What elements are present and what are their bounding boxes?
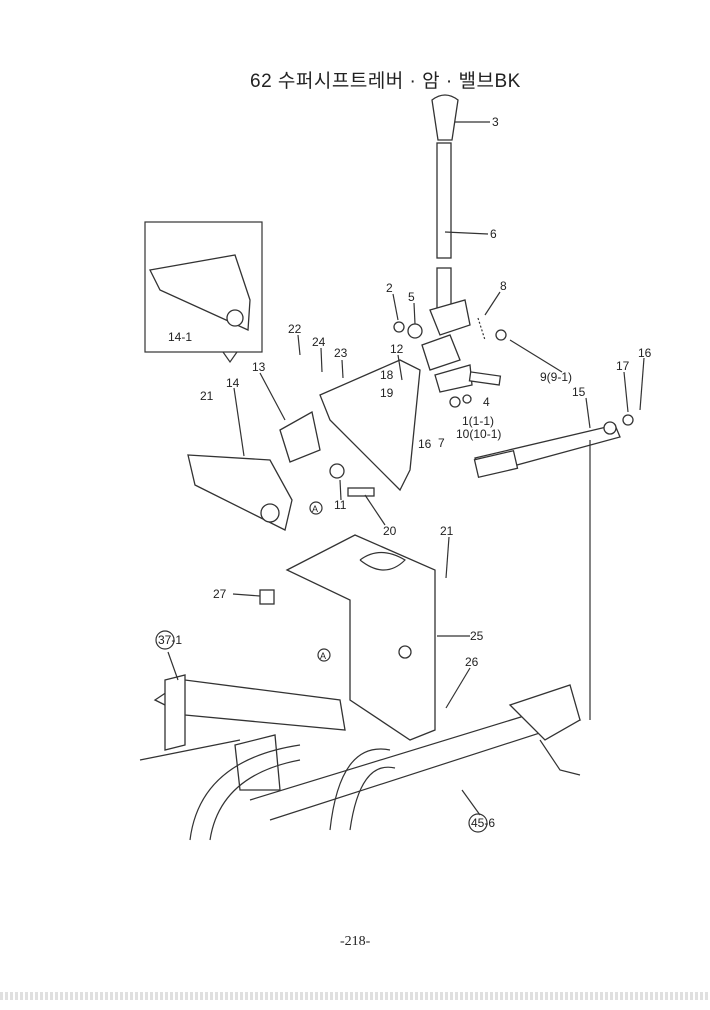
part-12-arm: [319, 359, 421, 492]
callout-18: 18: [380, 368, 394, 382]
part-7-block: [434, 364, 473, 393]
callout-16: 16: [638, 346, 652, 360]
callout-45-6: 45-6: [471, 816, 495, 830]
callout-16-lower: 16: [418, 437, 432, 451]
callout-11: 11: [334, 498, 347, 512]
callout-9: 9(9-1): [540, 370, 572, 384]
callout-17: 17: [616, 359, 630, 373]
scan-artifact: [0, 992, 710, 1000]
callout-25: 25: [470, 629, 484, 643]
callout-15: 15: [572, 385, 586, 399]
callout-6: 6: [490, 227, 497, 241]
callout-19: 19: [380, 386, 394, 400]
page-number: -218-: [340, 934, 371, 949]
callout-22: 22: [288, 322, 302, 336]
callout-10: 10(10-1): [456, 427, 501, 441]
inset-frame: [144, 221, 263, 353]
callout-7: 7: [438, 436, 445, 450]
callout-1: 1(1-1): [462, 414, 494, 428]
callout-12: 12: [390, 342, 404, 356]
callout-a: A: [312, 504, 318, 514]
callout-20: 20: [383, 524, 397, 538]
callout-21: 21: [200, 389, 214, 403]
callout-37-1: 37-1: [158, 633, 182, 647]
callout-a-lower: A: [320, 651, 326, 661]
diagram-title: 62 수퍼시프트레버 · 암 · 밸브BK: [250, 71, 521, 92]
part-13-plate: [279, 410, 321, 463]
callout-4: 4: [483, 395, 490, 409]
part-8-spring: [477, 317, 486, 341]
callout-3: 3: [492, 115, 499, 129]
callout-14: 14: [226, 376, 240, 390]
shift-lever: [429, 94, 471, 336]
callout-24: 24: [312, 335, 326, 349]
callout-27: 27: [213, 587, 227, 601]
callout-2: 2: [386, 281, 393, 295]
callout-8: 8: [500, 279, 507, 293]
part-14-1-bracket: [149, 254, 251, 331]
callout-23: 23: [334, 346, 348, 360]
frame-structure: [139, 674, 582, 841]
callout-5: 5: [408, 290, 415, 304]
part-25-bracket: [285, 534, 436, 741]
callout-14-1: 14-1: [168, 330, 192, 344]
callout-13: 13: [252, 360, 266, 374]
leader-lines: [167, 121, 645, 816]
callout-26: 26: [465, 655, 479, 669]
callout-21-lower: 21: [440, 524, 454, 538]
